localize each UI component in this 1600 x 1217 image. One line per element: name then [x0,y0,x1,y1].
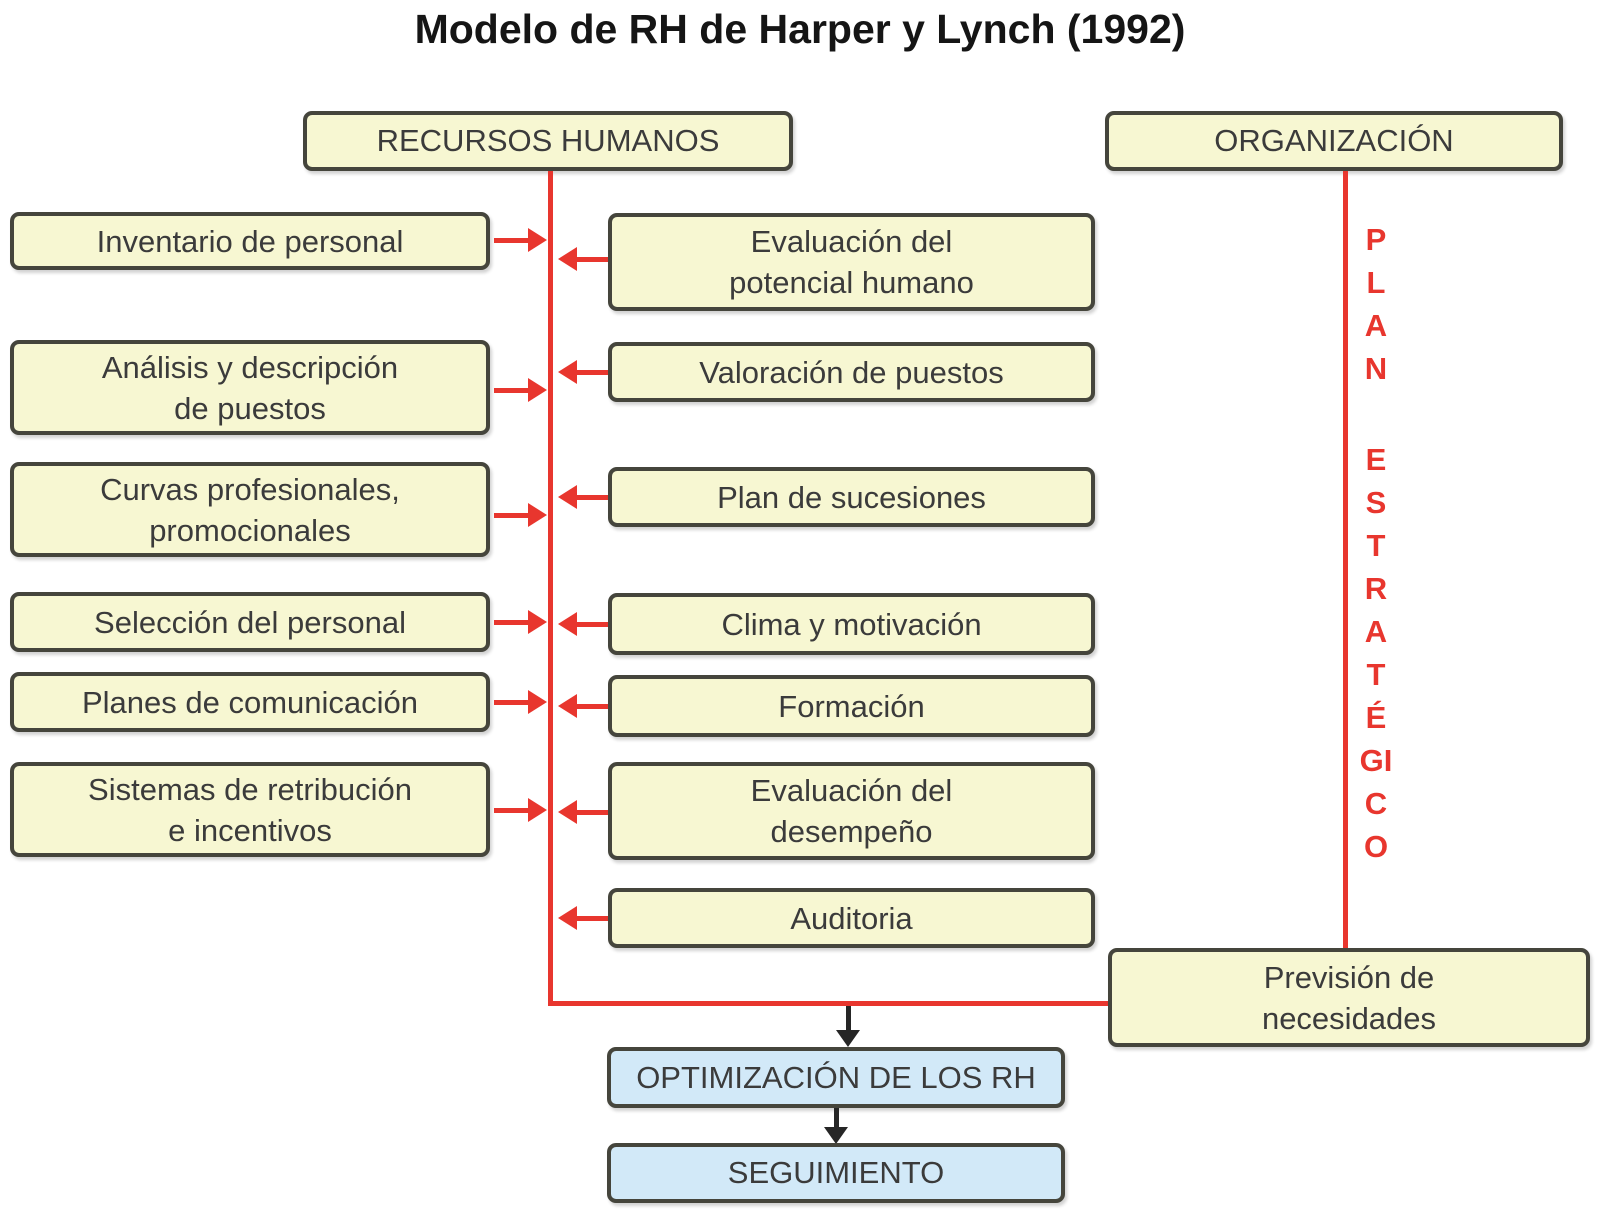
recursos-vertical-line [548,171,553,1006]
left-box-planes-comunicacion: Planes de comunicación [10,672,490,732]
recursos-humanos-box: RECURSOS HUMANOS [303,111,793,171]
optimizacion-rh-box: OPTIMIZACIÓN DE LOS RH [607,1047,1065,1108]
red-arrow-left-evaluacion-desempeno [558,800,608,824]
red-arrow-right-analisis [494,378,547,402]
middle-box-formacion: Formación [608,675,1095,737]
left-box-seleccion-personal: Selección del personal [10,592,490,652]
left-box-sistemas-retribucion: Sistemas de retribución e incentivos [10,762,490,857]
prevision-necesidades-box: Previsión de necesidades [1108,948,1590,1047]
middle-box-auditoria: Auditoria [608,888,1095,948]
red-arrow-left-valoracion [558,360,608,384]
plan-word: PLAN [1364,222,1388,386]
red-arrow-left-auditoria [558,906,608,930]
red-arrow-right-sistemas [494,798,547,822]
left-box-analisis-descripcion: Análisis y descripción de puestos [10,340,490,435]
bottom-horizontal-line [548,1001,1110,1006]
black-down-arrow-optimizacion [836,1006,860,1047]
red-arrow-right-seleccion [494,610,547,634]
red-arrow-right-planes [494,690,547,714]
middle-box-valoracion-puestos: Valoración de puestos [608,342,1095,402]
middle-box-plan-sucesiones: Plan de sucesiones [608,467,1095,527]
red-arrow-right-curvas [494,503,547,527]
red-arrow-left-plan-sucesiones [558,485,608,509]
seguimiento-box: SEGUIMIENTO [607,1143,1065,1203]
middle-box-evaluacion-potencial: Evaluación del potencial humano [608,213,1095,311]
organizacion-box: ORGANIZACIÓN [1105,111,1563,171]
diagram-title: Modelo de RH de Harper y Lynch (1992) [414,6,1186,52]
red-arrow-left-formacion [558,694,608,718]
red-arrow-left-clima [558,612,608,636]
estrategico-word: ESTRATÉGICO [1359,442,1393,864]
red-arrow-right-inventario [494,228,547,252]
left-box-curvas-profesionales: Curvas profesionales, promocionales [10,462,490,557]
organizacion-vertical-line [1343,171,1348,948]
left-box-inventario-personal: Inventario de personal [10,212,490,270]
middle-box-clima-motivacion: Clima y motivación [608,593,1095,655]
middle-box-evaluacion-desempeno: Evaluación del desempeño [608,762,1095,860]
black-down-arrow-seguimiento [824,1108,848,1144]
red-arrow-left-evaluacion-potencial [558,247,608,271]
